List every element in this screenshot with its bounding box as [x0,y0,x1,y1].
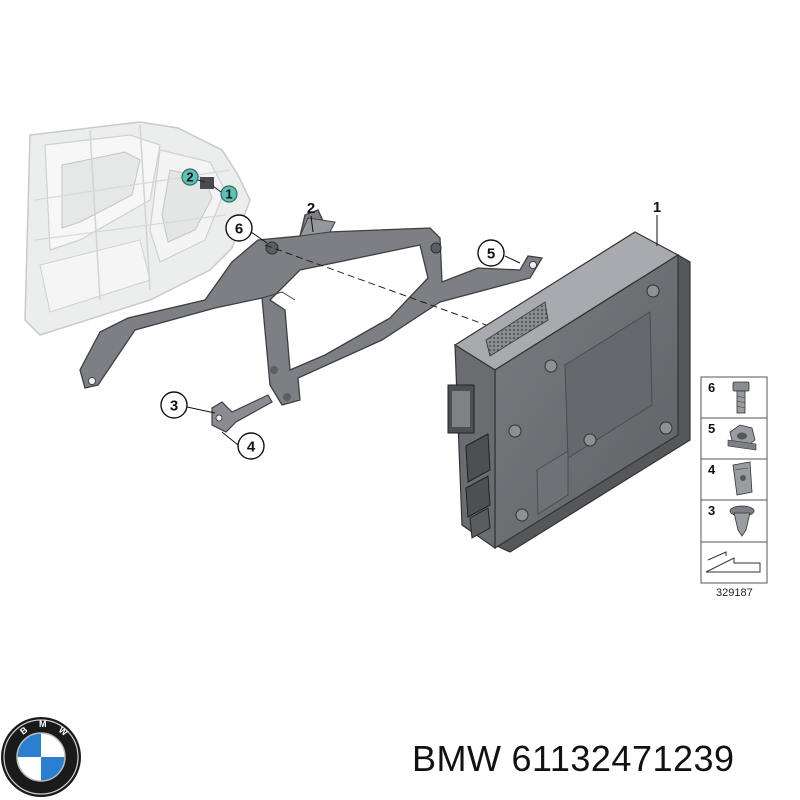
callout-6: 6 [225,214,253,242]
clip-nut-icon [732,461,753,496]
svg-text:M: M [39,719,47,729]
callout-2: 2 [307,200,315,217]
legend-label-4: 4 [708,462,716,477]
clip-bracket [211,394,273,433]
fastener-legend: 6 5 4 3 [700,376,768,599]
part-number: 61132471239 [511,738,735,779]
nut-icon [727,424,757,451]
svg-text:3: 3 [170,398,178,415]
arrow-icon [705,551,761,573]
bolt-icon [732,381,750,414]
control-module-part-1 [447,231,691,553]
diagram-code: 329187 [716,587,753,599]
svg-text:6: 6 [235,221,243,238]
callout-3: 3 [160,391,188,419]
svg-text:5: 5 [487,246,495,263]
alignment-line [264,244,501,331]
legend-label-5: 5 [708,421,715,436]
mount-block-icon [200,177,214,189]
inset-callout-1: 1 [220,185,238,203]
callout-5: 5 [477,239,505,267]
inset-callout-2: 2 [181,168,199,186]
svg-text:4: 4 [247,439,256,456]
push-rivet-icon [729,505,755,537]
svg-text:2: 2 [186,170,193,185]
legend-label-3: 3 [708,503,715,518]
legend-label-6: 6 [708,380,715,395]
callout-1: 1 [653,199,661,216]
bracket-part-2 [79,209,544,406]
brand-name: BMW [412,738,502,779]
bmw-logo-icon: B M W [1,717,81,797]
svg-text:B: B [18,724,30,736]
svg-text:1: 1 [225,187,232,202]
callout-4: 4 [237,432,265,460]
